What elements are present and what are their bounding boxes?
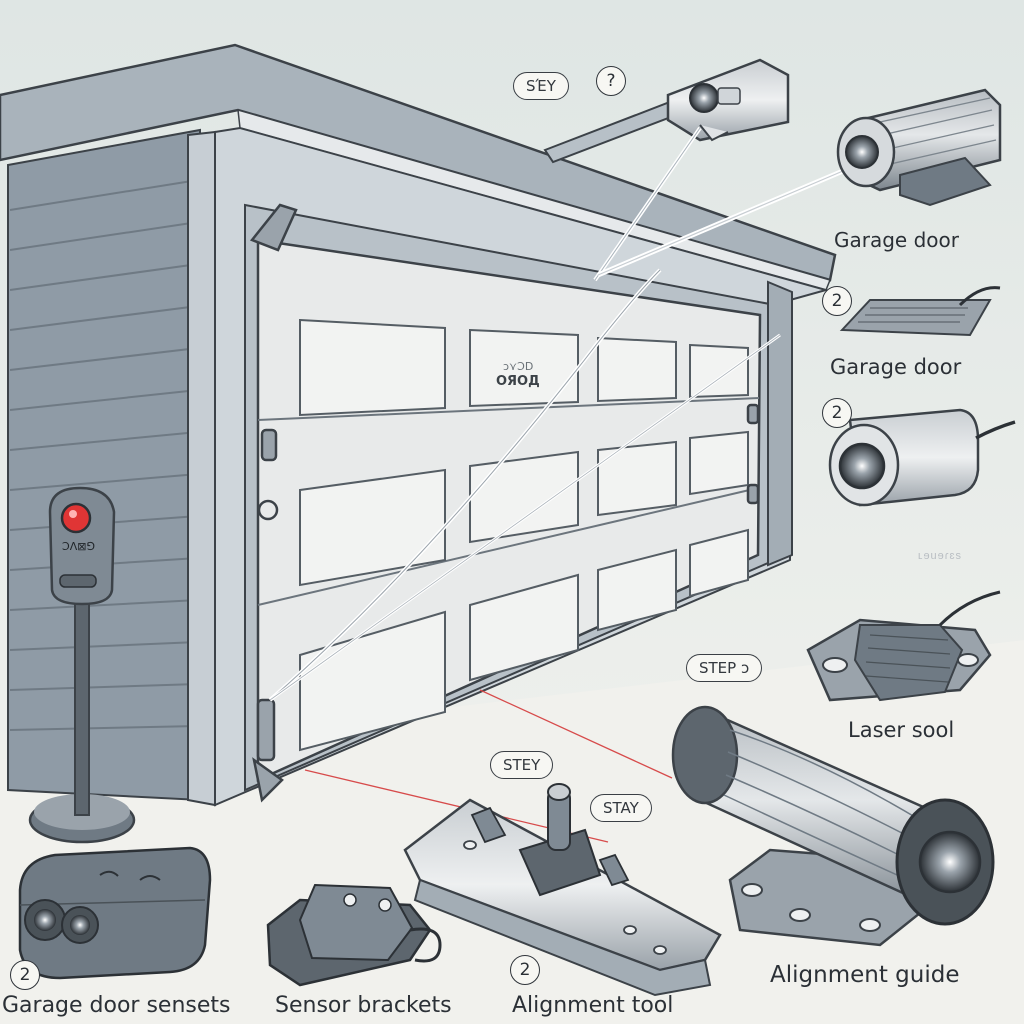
step-number-pad: 2 (822, 286, 852, 316)
step-number-camera: 2 (822, 398, 852, 428)
caption-alignment-guide: Alignment guide (770, 962, 960, 988)
step-bubble-right: STEP ɔ (686, 654, 763, 682)
door-marking-line2: ОЯОД (496, 374, 540, 389)
caption-sensors: Garage door sensets (2, 993, 231, 1018)
remote-label: ƆΛ⊠⅁ (62, 540, 95, 553)
caption-camera-top: Garage door (834, 228, 959, 252)
step-bubble-top: SΈY (513, 72, 569, 100)
step-bubble-bottom: STEY (490, 751, 554, 779)
sensor-pad (839, 286, 1001, 337)
camera-sensor-mid-right (828, 408, 1016, 507)
caption-bracket: Laser sool (848, 718, 955, 742)
caption-sensor-brackets: Sensor brackets (275, 993, 452, 1018)
step-number-sensors: 2 (10, 960, 40, 990)
step-bubble-bottom2: STAY (590, 794, 652, 822)
opener-sensor-top (543, 58, 790, 164)
sensor-bracket-right (806, 590, 1001, 702)
door-marking-line1: ɔ⋎ƆD (503, 360, 534, 373)
sensor-beams (268, 126, 851, 843)
remote-on-stand (28, 486, 136, 844)
camera-sensor-top-right (836, 88, 1002, 207)
alignment-tool-rail (403, 783, 722, 997)
faint-label: ʟɘuɘɾɛs (918, 550, 963, 562)
step-number-alignment-tool: 2 (510, 955, 540, 985)
caption-pad: Garage door (830, 355, 962, 379)
garage-building (0, 43, 837, 807)
sensor-bottom-left (18, 846, 212, 980)
step-number-top: ? (596, 66, 626, 96)
sensor-bracket-bottom (266, 883, 442, 987)
alignment-guide-device (671, 705, 995, 947)
caption-alignment-tool: Alignment tool (512, 993, 674, 1018)
